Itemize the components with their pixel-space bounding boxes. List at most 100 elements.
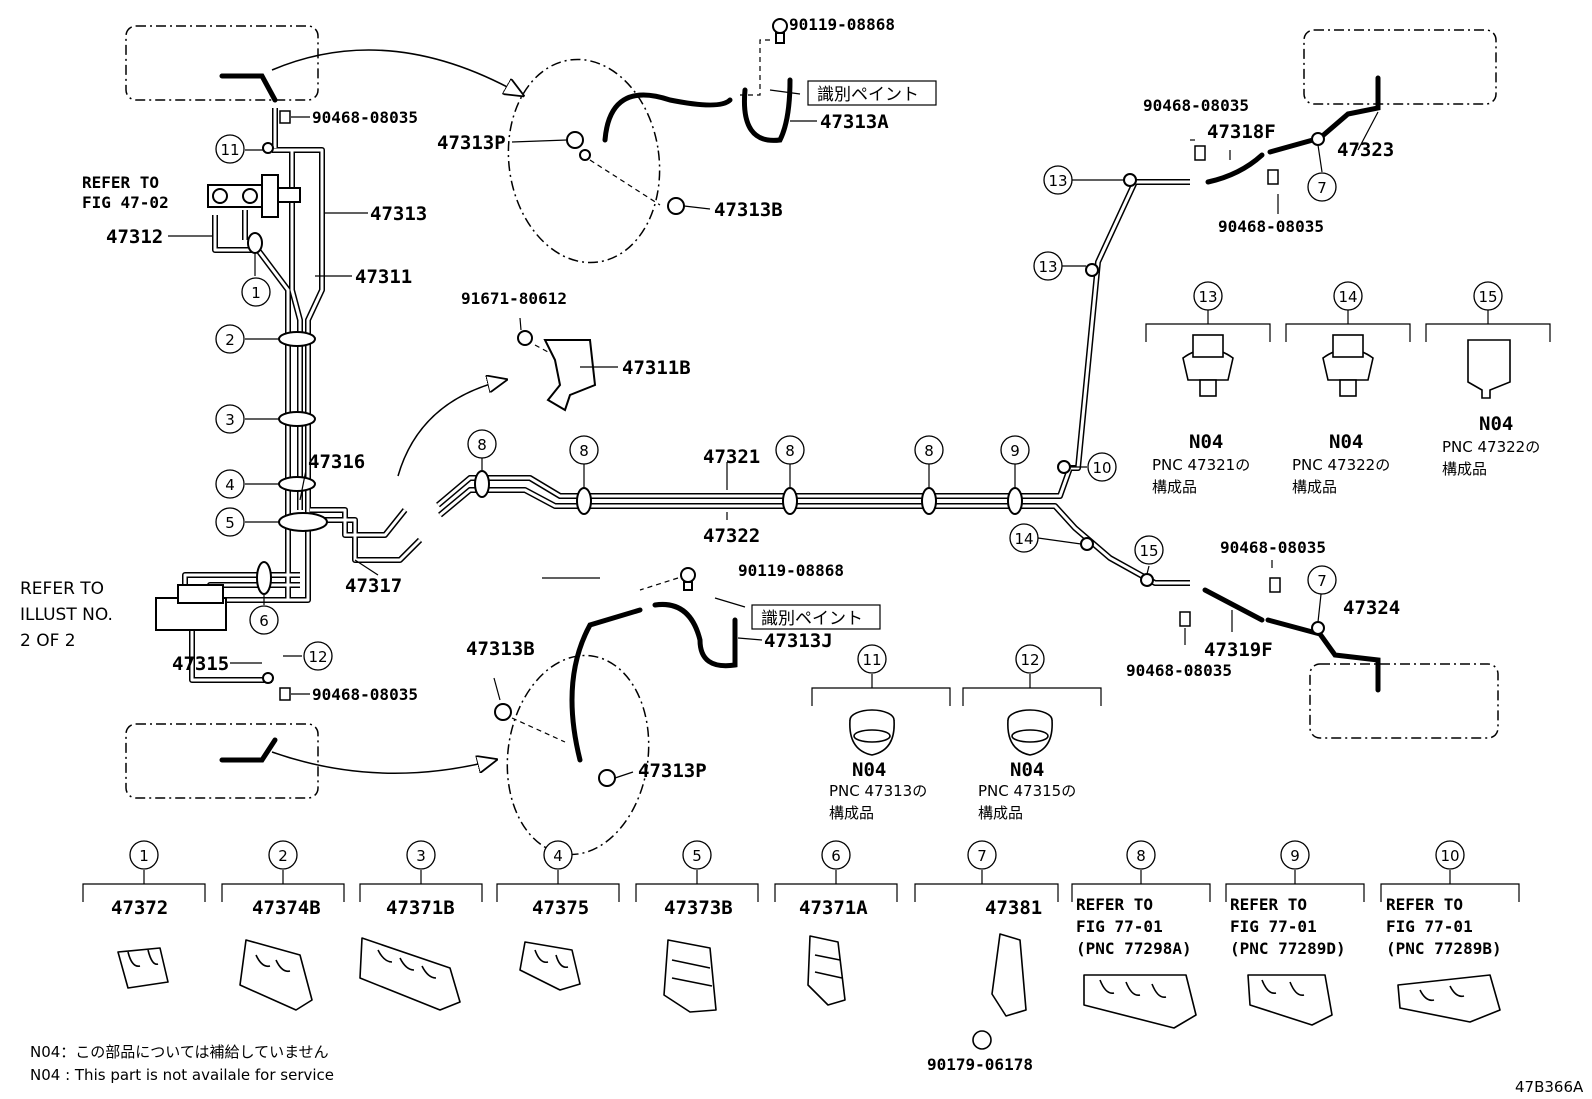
- clip-pictograms-right: [1182, 334, 1511, 399]
- label-90468-c: 90468-08035: [1143, 96, 1249, 115]
- callout-circles: [129, 134, 1503, 870]
- clip13-pnc: PNC 47321の: [1152, 456, 1250, 474]
- refer-fig-line2: FIG 47-02: [82, 193, 169, 212]
- callout-numbers: 11 1 2 3 4 5 6 12 8 8 8 8 9 10 13 13 14 …: [139, 141, 1497, 865]
- callout-1-group: 1: [139, 847, 149, 865]
- paint-label-top: 識別ペイント: [817, 85, 919, 105]
- callout-8a: 8: [477, 436, 487, 454]
- label-47323: 47323: [1337, 139, 1394, 161]
- callout-10: 10: [1092, 459, 1111, 477]
- callout-15: 15: [1139, 542, 1158, 560]
- label-47316: 47316: [308, 451, 365, 473]
- callout-2: 2: [225, 331, 235, 349]
- label-47311B: 47311B: [622, 357, 691, 379]
- bottom-8-line1: REFER TO: [1076, 895, 1153, 914]
- paint-label-frames: [751, 80, 937, 630]
- callout-6: 6: [259, 612, 269, 630]
- figure-id: 47B366A: [1515, 1078, 1584, 1096]
- callout-5: 5: [225, 514, 235, 532]
- callout-3-group: 3: [416, 847, 426, 865]
- label-47313P-top: 47313P: [437, 132, 506, 154]
- label-47315: 47315: [172, 653, 229, 675]
- label-47313P-bot: 47313P: [638, 760, 707, 782]
- callout-3: 3: [225, 411, 235, 429]
- brake-tubes-outline: [182, 108, 1190, 683]
- callout-2-group: 2: [278, 847, 288, 865]
- clip15-pnc: PNC 47322の: [1442, 438, 1540, 456]
- callout-7-group: 7: [977, 847, 987, 865]
- bottom-90179: 90179-06178: [927, 1055, 1033, 1074]
- grommet12-code: N04: [1010, 759, 1044, 781]
- brake-junction-block: [155, 174, 301, 631]
- callout-8-group: 8: [1136, 847, 1146, 865]
- bolts: [494, 18, 788, 787]
- bottom-8-line3: (PNC 77298A): [1076, 939, 1192, 958]
- clip-notes-right: N04 PNC 47321の 構成品 N04 PNC 47322の 構成品 N0…: [1152, 413, 1540, 496]
- label-47321: 47321: [703, 446, 760, 468]
- refer-illust-line2: ILLUST NO.: [20, 605, 113, 625]
- brake-tubes-inner: [183, 108, 1190, 682]
- flow-arrows: [271, 49, 522, 774]
- label-47319F: 47319F: [1204, 639, 1273, 661]
- note-japanese: N04：この部品については補給していません: [30, 1043, 329, 1061]
- callout-13b: 13: [1038, 258, 1057, 276]
- grommet12-suffix: 構成品: [978, 804, 1023, 822]
- callout-9-group: 9: [1290, 847, 1300, 865]
- label-47322: 47322: [703, 525, 760, 547]
- label-91671: 91671-80612: [461, 289, 567, 308]
- bottom-47381: 47381: [985, 897, 1042, 919]
- grommet11-code: N04: [852, 759, 886, 781]
- bottom-9-line1: REFER TO: [1230, 895, 1307, 914]
- grommet-pictograms: [849, 709, 1053, 756]
- label-90468-a: 90468-08035: [312, 108, 418, 127]
- label-47312: 47312: [106, 226, 163, 248]
- refer-illust-line3: 2 OF 2: [20, 631, 76, 651]
- label-90468-b: 90468-08035: [312, 685, 418, 704]
- clip14-pnc: PNC 47322の: [1292, 456, 1390, 474]
- bottom-9-line3: (PNC 77289D): [1230, 939, 1346, 958]
- dashed-leaders: [511, 39, 1195, 743]
- clip15-code: N04: [1479, 413, 1513, 435]
- label-47313B-top: 47313B: [714, 199, 783, 221]
- callout-13a: 13: [1048, 172, 1067, 190]
- bottom-47371B: 47371B: [386, 897, 455, 919]
- clip13-code: N04: [1189, 431, 1223, 453]
- callout-1: 1: [251, 284, 261, 302]
- callout-9: 9: [1010, 442, 1020, 460]
- label-90468-e: 90468-08035: [1220, 538, 1326, 557]
- label-47313J: 47313J: [764, 630, 833, 652]
- label-47317: 47317: [345, 575, 402, 597]
- bottom-47373B: 47373B: [664, 897, 733, 919]
- clip-90468-icons: [279, 110, 1281, 701]
- label-90119-bot: 90119-08868: [738, 561, 844, 580]
- paint-label-bottom: 識別ペイント: [761, 609, 863, 629]
- callout-12-group: 12: [1020, 651, 1039, 669]
- grommet12-pnc: PNC 47315の: [978, 782, 1076, 800]
- bottom-47375: 47375: [532, 897, 589, 919]
- callout-11: 11: [220, 141, 239, 159]
- clip13-suffix: 構成品: [1152, 478, 1197, 496]
- callout-8c: 8: [785, 442, 795, 460]
- label-47313: 47313: [370, 203, 427, 225]
- bottom-9-line2: FIG 77-01: [1230, 917, 1317, 936]
- grommet11-suffix: 構成品: [829, 804, 874, 822]
- label-90468-d: 90468-08035: [1218, 217, 1324, 236]
- refer-fig-line1: REFER TO: [82, 173, 159, 192]
- callout-5-group: 5: [692, 847, 702, 865]
- note-english: N04 : This part is not availale for serv…: [30, 1066, 334, 1084]
- bottom-47372: 47372: [111, 897, 168, 919]
- label-47324: 47324: [1343, 597, 1400, 619]
- callout-7a: 7: [1317, 179, 1327, 197]
- bottom-10-line1: REFER TO: [1386, 895, 1463, 914]
- bracket-47311B: [543, 339, 597, 412]
- callout-8d: 8: [924, 442, 934, 460]
- callout-13-group: 13: [1198, 288, 1217, 306]
- flex-hoses: [219, 73, 1381, 763]
- label-47313B-bot: 47313B: [466, 638, 535, 660]
- part-labels: 90468-08035 47313 4 7 3 11 47312 47316 4731…: [106, 15, 1400, 782]
- callout-14-group: 14: [1338, 288, 1357, 306]
- refer-illust-line1: REFER TO: [20, 579, 104, 599]
- phantom-outlines: [125, 25, 1499, 856]
- callout-12: 12: [308, 648, 327, 666]
- callout-4: 4: [225, 476, 235, 494]
